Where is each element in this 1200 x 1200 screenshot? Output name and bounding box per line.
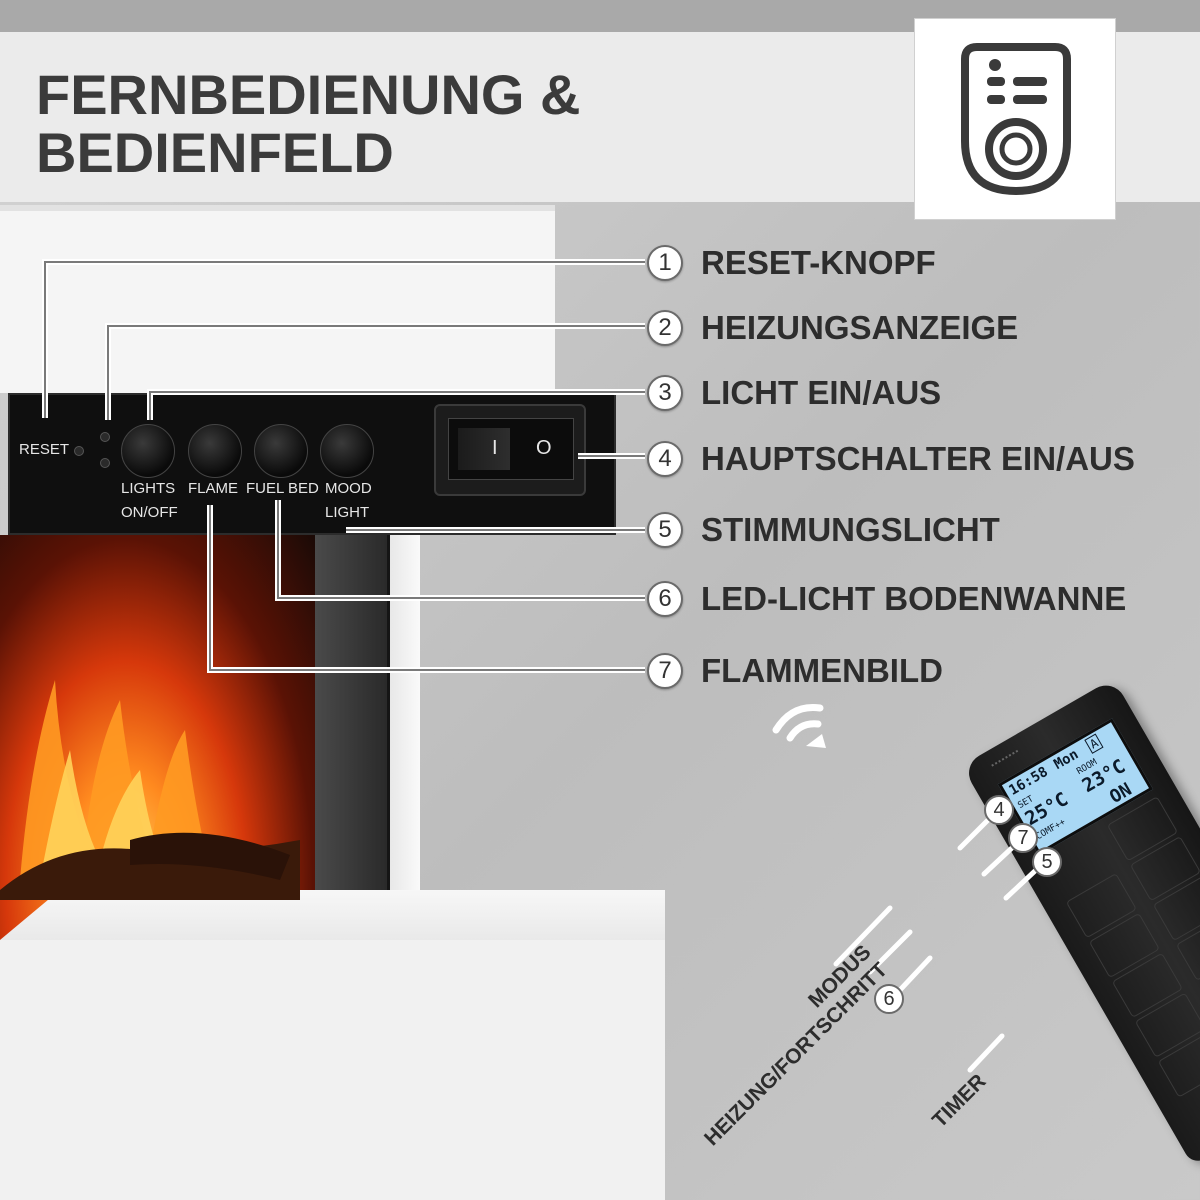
reset-button[interactable] (74, 446, 84, 456)
callout-6: 6 LED-LICHT BODENWANNE (647, 580, 1126, 618)
reset-label: RESET (19, 441, 70, 458)
on-off-label: ON/OFF (121, 504, 178, 521)
callout-number: 7 (647, 653, 683, 689)
remote-callout-5: 5 (1032, 847, 1062, 877)
callout-label: RESET-KNOPF (701, 244, 936, 281)
lights-on-off-button[interactable] (121, 424, 175, 478)
hearth (0, 940, 665, 1200)
remote-icon-box (914, 18, 1116, 220)
callout-number: 1 (647, 245, 683, 281)
mood-light-button[interactable] (320, 424, 374, 478)
callout-5: 5 STIMMUNGSLICHT (647, 511, 1000, 549)
page-title-line1: FERNBEDIENUNG & (36, 63, 581, 126)
firebox-side (315, 535, 387, 945)
callout-1: 1 RESET-KNOPF (647, 244, 936, 282)
flame-label: FLAME (188, 480, 239, 497)
callout-number: 6 (647, 581, 683, 617)
mood-label: MOOD (325, 480, 372, 497)
callout-label: STIMMUNGSLICHT (701, 511, 1000, 548)
page-title-line2: BEDIENFELD (36, 121, 394, 184)
switch-on-symbol: I (492, 437, 498, 459)
remote-control-icon (961, 43, 1071, 196)
callout-label: HEIZUNGSANZEIGE (701, 309, 1019, 346)
callout-number: 3 (647, 375, 683, 411)
callout-number: 2 (647, 310, 683, 346)
callout-label: LED-LICHT BODENWANNE (701, 580, 1127, 617)
fireplace-wall (0, 205, 555, 393)
callout-label: HAUPTSCHALTER EIN/AUS (701, 440, 1135, 477)
mantle-side (390, 535, 420, 955)
switch-off-symbol: O (536, 437, 552, 459)
heating-indicator-led (100, 432, 110, 442)
main-switch-rocker[interactable] (458, 428, 510, 470)
page-title: FERNBEDIENUNG & BEDIENFELD (36, 66, 580, 182)
callout-number: 4 (647, 441, 683, 477)
callout-4: 4 HAUPTSCHALTER EIN/AUS (647, 440, 1135, 478)
callout-3: 3 LICHT EIN/AUS (647, 374, 941, 412)
fuel-bed-label: FUEL BED (246, 480, 319, 497)
remote-callout-4: 4 (984, 795, 1014, 825)
remote-callout-7: 7 (1008, 823, 1038, 853)
lights-label: LIGHTS (121, 480, 176, 497)
fireplace-wall-edge (0, 205, 555, 211)
heating-indicator-led-2 (100, 458, 110, 468)
callout-2: 2 HEIZUNGSANZEIGE (647, 309, 1018, 347)
callout-7: 7 FLAMMENBILD (647, 652, 943, 690)
callout-label: FLAMMENBILD (701, 652, 943, 689)
light-label: LIGHT (325, 504, 370, 521)
callout-number: 5 (647, 512, 683, 548)
wireless-signal-icon (772, 703, 826, 748)
fuel-bed-button[interactable] (254, 424, 308, 478)
remote-callout-6: 6 (874, 984, 904, 1014)
flames (0, 680, 300, 900)
callout-label: LICHT EIN/AUS (701, 374, 942, 411)
flame-button[interactable] (188, 424, 242, 478)
